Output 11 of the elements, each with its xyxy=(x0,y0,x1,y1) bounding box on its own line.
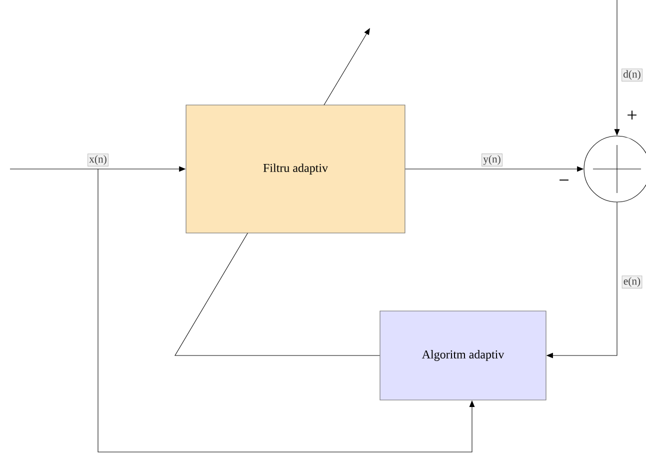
summing-junction xyxy=(584,136,646,202)
sign-label: − xyxy=(560,180,568,181)
edge-label: x(n) xyxy=(88,154,108,166)
process-box: Algoritm adaptiv xyxy=(380,310,546,400)
edge-label: d(n) xyxy=(622,68,642,82)
edge-label: y(n) xyxy=(482,154,502,166)
arrow xyxy=(98,168,475,452)
arrow xyxy=(174,28,380,356)
filter-box: Filtru adaptiv xyxy=(186,104,406,234)
edge-label: e(n) xyxy=(622,276,642,288)
sign-label: + xyxy=(628,110,636,120)
